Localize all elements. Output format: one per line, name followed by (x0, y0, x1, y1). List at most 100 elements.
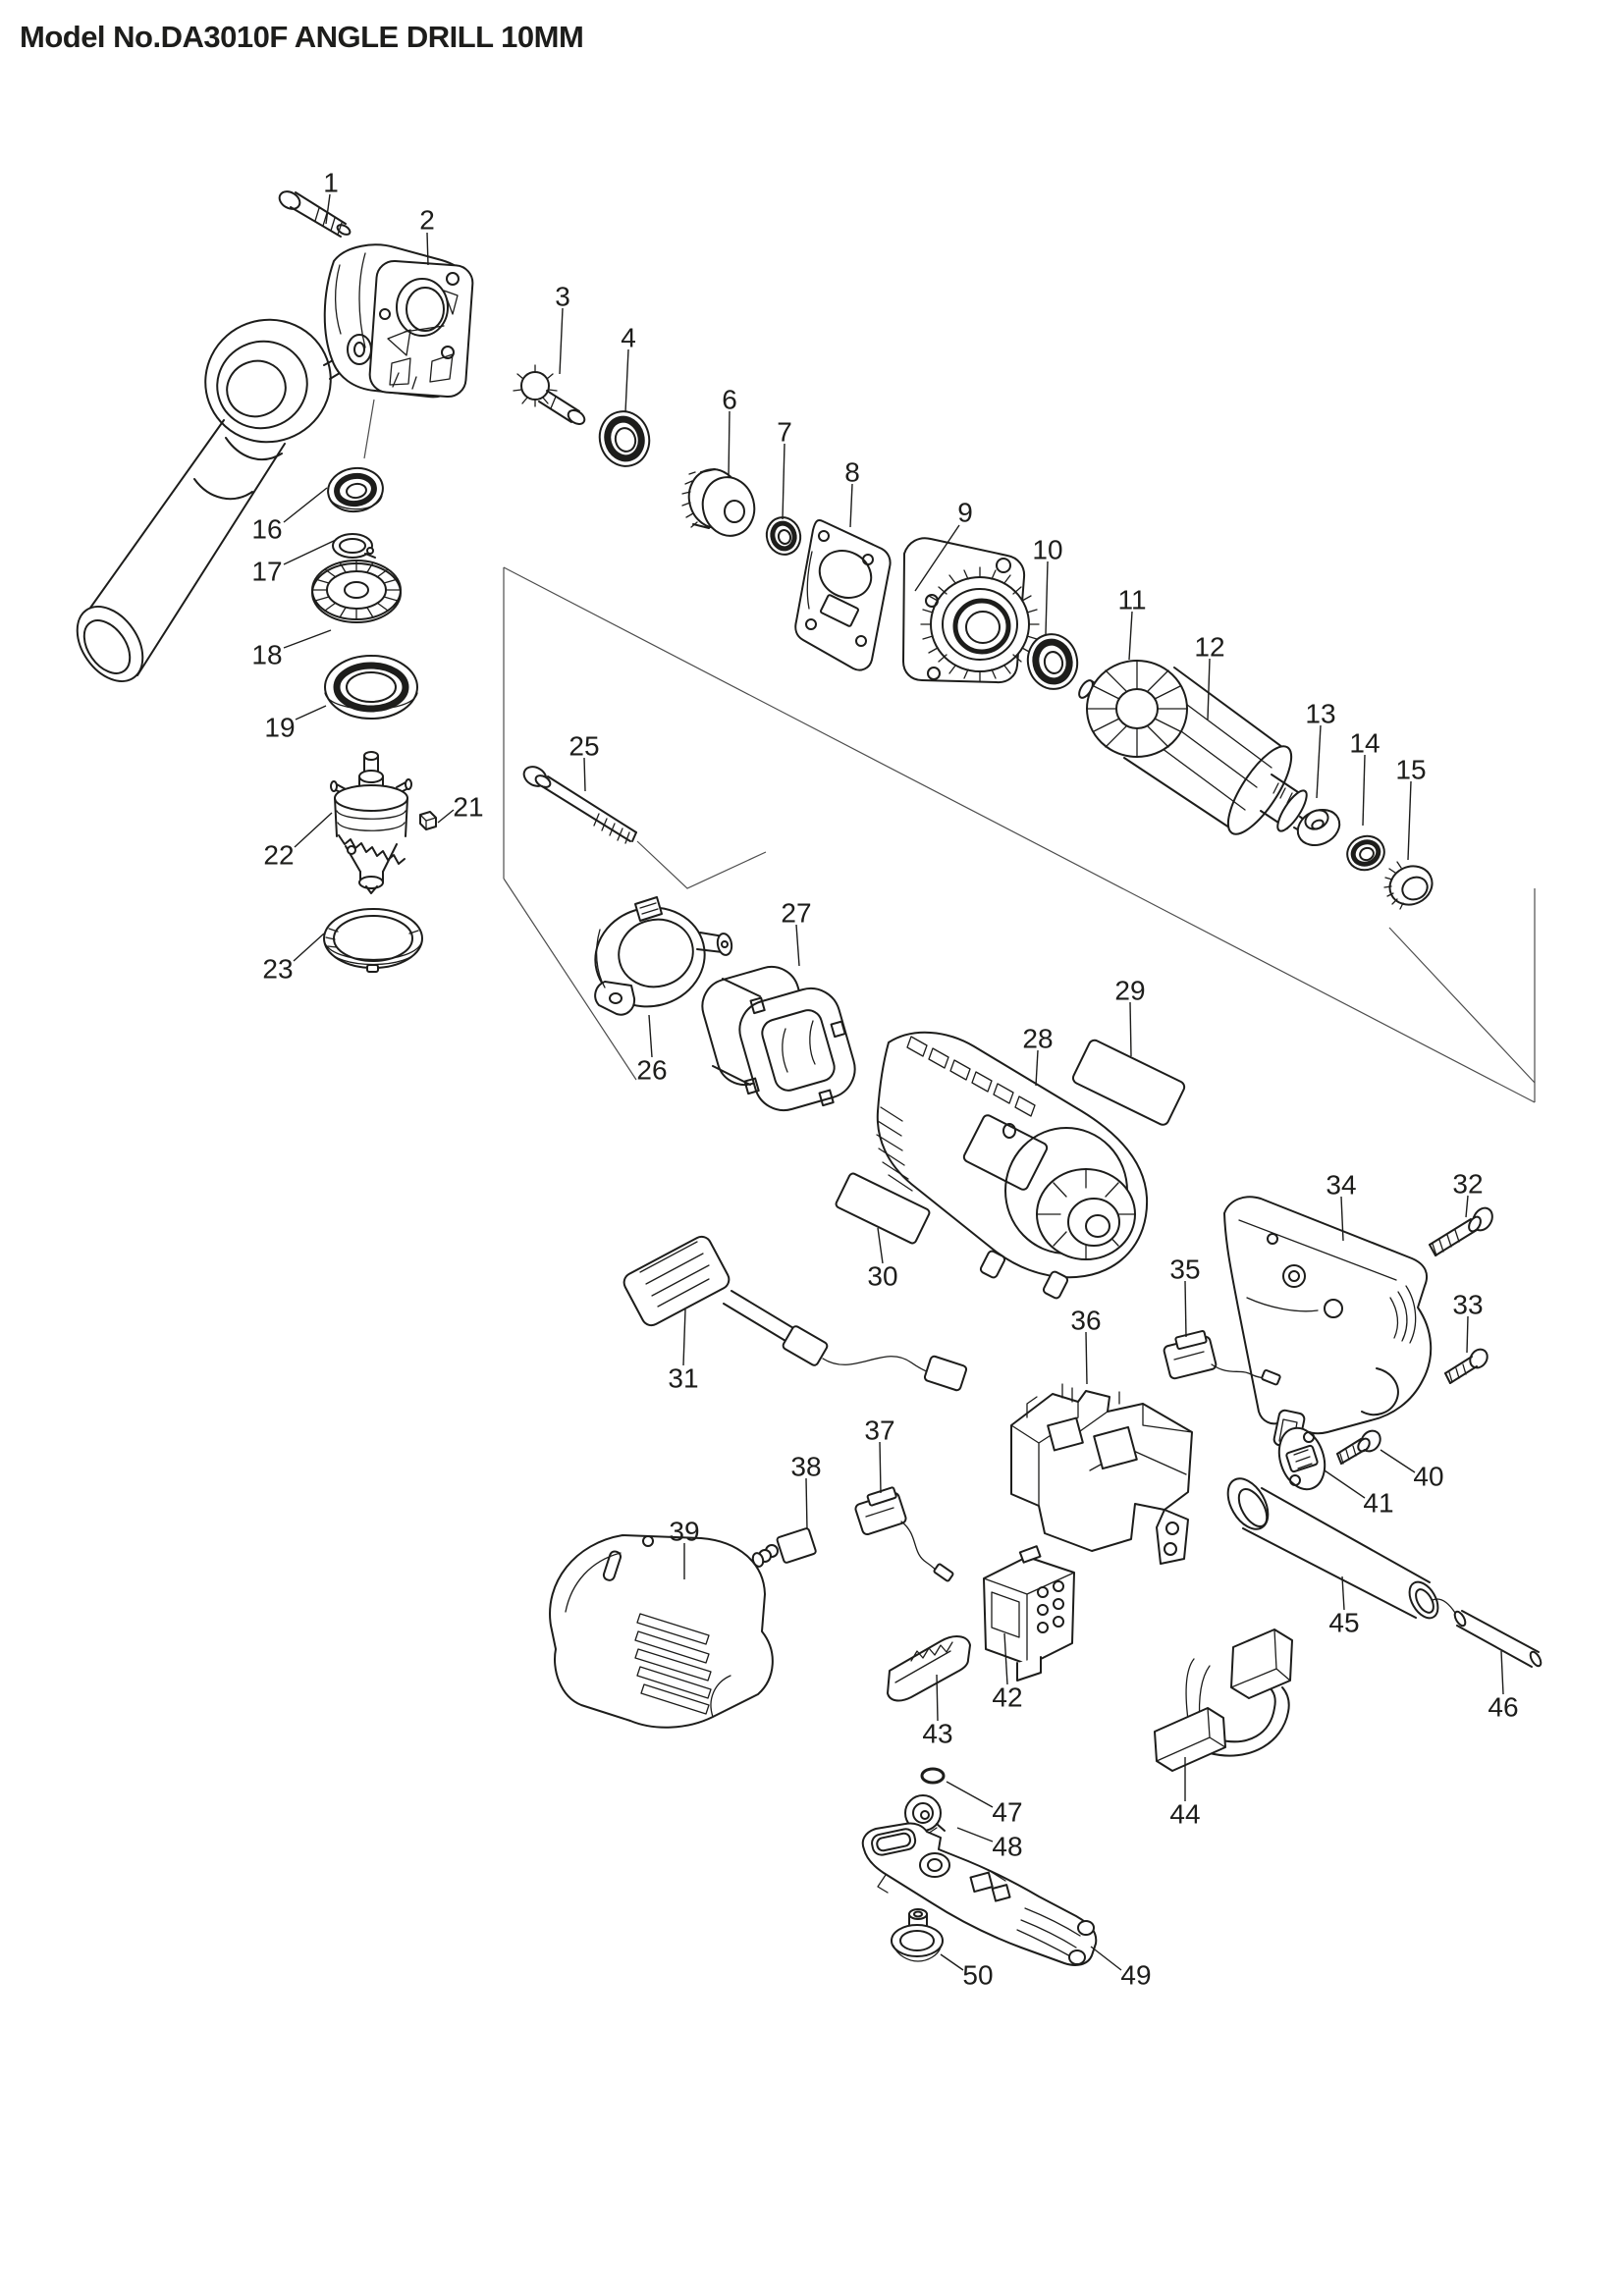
part-23-lock-ring (323, 908, 423, 973)
part-39-housing-cover (549, 1534, 774, 1729)
part-18-bevel-gear (311, 560, 402, 623)
leader-line-28 (1035, 1049, 1039, 1087)
leader-line-46 (1500, 1650, 1504, 1695)
part-number-37: 37 (864, 1415, 894, 1446)
part-number-49: 49 (1120, 1960, 1151, 1991)
part-number-45: 45 (1328, 1608, 1359, 1638)
part-31-cord-guide (623, 1235, 968, 1392)
part-number-27: 27 (781, 898, 811, 929)
leader-line-32 (1465, 1195, 1469, 1218)
part-number-9: 9 (957, 498, 973, 528)
construction-lines (363, 399, 1536, 1103)
part-38-carbon-brush (751, 1527, 817, 1568)
part-8-gasket (794, 519, 892, 671)
leader-line-35 (1184, 1280, 1187, 1338)
part-19-retainer-ring (324, 655, 418, 720)
side-handle (76, 318, 356, 682)
part-16-ball-bearing (327, 466, 384, 513)
leader-line-40 (1380, 1449, 1416, 1473)
leader-line-38 (805, 1477, 808, 1530)
part-number-10: 10 (1032, 535, 1062, 565)
part-number-11: 11 (1117, 585, 1146, 615)
leader-line-17 (283, 539, 337, 565)
part-number-7: 7 (777, 417, 792, 448)
leader-line-36 (1085, 1331, 1088, 1385)
leader-line-50 (940, 1953, 964, 1971)
leader-line-30 (877, 1227, 884, 1264)
part-28-motor-housing (876, 1031, 1149, 1300)
leader-line-21 (437, 809, 455, 824)
part-number-3: 3 (555, 282, 570, 312)
part-25-screw (522, 766, 637, 844)
part-35-brush-holder-cap (1163, 1329, 1281, 1386)
part-number-26: 26 (636, 1055, 667, 1086)
page-title: Model No.DA3010F ANGLE DRILL 10MM (20, 20, 584, 54)
part-labels: 1234678910111213141516171819212223252627… (251, 168, 1518, 1991)
part-36-switch-base (1010, 1383, 1193, 1565)
leader-line-16 (283, 487, 328, 523)
leader-line-49 (1090, 1946, 1122, 1971)
leader-line-34 (1340, 1196, 1344, 1242)
part-number-40: 40 (1413, 1462, 1443, 1492)
leader-line-37 (879, 1441, 882, 1494)
part-number-44: 44 (1169, 1799, 1200, 1830)
part-2-gear-housing (323, 243, 474, 399)
leader-line-13 (1316, 724, 1322, 799)
part-11-fan (1078, 660, 1188, 758)
part-30-label (835, 1172, 931, 1245)
leader-line-43 (936, 1674, 939, 1722)
part-number-23: 23 (262, 954, 293, 985)
part-41-bearing-retainer (1277, 1426, 1326, 1491)
part-10-ball-bearing (1026, 633, 1079, 690)
part-number-30: 30 (867, 1261, 897, 1292)
part-45-handle-pipe (1226, 1477, 1439, 1620)
part-number-48: 48 (992, 1832, 1022, 1862)
part-number-18: 18 (251, 640, 282, 670)
part-number-8: 8 (844, 457, 860, 488)
leader-line-3 (559, 307, 564, 375)
leader-line-1 (325, 193, 331, 225)
leader-line-31 (682, 1308, 686, 1366)
part-13-washer (1296, 809, 1341, 846)
part-number-22: 22 (263, 840, 294, 871)
part-number-2: 2 (419, 205, 435, 236)
part-9-bearing-box (902, 537, 1040, 684)
part-number-4: 4 (621, 323, 636, 353)
leader-line-9 (914, 524, 960, 592)
part-number-1: 1 (323, 168, 339, 198)
part-number-16: 16 (251, 514, 282, 545)
part-29-name-plate (1071, 1039, 1186, 1126)
part-47-o-ring (920, 1767, 946, 1785)
leader-line-19 (295, 705, 327, 721)
part-number-41: 41 (1363, 1488, 1393, 1519)
leader-line-7 (782, 443, 785, 520)
leader-line-47 (946, 1781, 994, 1808)
leader-line-6 (728, 410, 731, 479)
leader-line-41 (1324, 1469, 1366, 1499)
part-number-35: 35 (1169, 1255, 1200, 1285)
part-number-13: 13 (1305, 699, 1335, 729)
part-number-33: 33 (1452, 1290, 1483, 1320)
leader-line-18 (283, 629, 332, 649)
part-number-34: 34 (1326, 1170, 1356, 1201)
part-3-pinion-gear (513, 364, 586, 425)
part-number-47: 47 (992, 1797, 1022, 1828)
part-number-6: 6 (722, 385, 737, 415)
part-number-21: 21 (453, 792, 483, 823)
part-number-43: 43 (922, 1719, 952, 1749)
part-4-ball-bearing (598, 410, 651, 467)
part-15-sleeve-bearing (1383, 861, 1434, 910)
leader-line-8 (849, 483, 853, 528)
part-21-square-nut (419, 811, 437, 830)
part-number-14: 14 (1349, 728, 1380, 759)
leader-line-10 (1045, 561, 1049, 635)
leader-line-25 (583, 757, 586, 792)
part-number-25: 25 (568, 731, 599, 762)
part-number-19: 19 (264, 713, 295, 743)
part-number-50: 50 (962, 1960, 993, 1991)
leader-line-14 (1362, 754, 1366, 827)
part-17-circlip (332, 533, 376, 559)
part-40-screw (1336, 1429, 1381, 1465)
